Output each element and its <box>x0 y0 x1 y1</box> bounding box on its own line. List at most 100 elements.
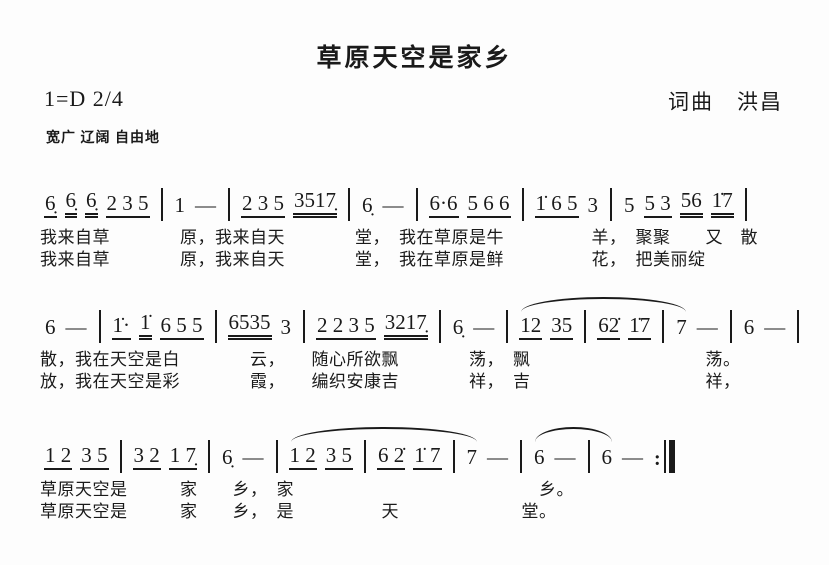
duration-dash: — <box>764 315 786 339</box>
music-system-1: 6̣ 6̣ 6̣ 2 3 5 1 — 2 3 5 3517̣ 6̣ — 6·6 5 6 6 1̇ 6 5… <box>40 172 813 271</box>
duration-dash: — <box>473 315 495 339</box>
note-group: 3217̣ <box>383 310 428 340</box>
lyric-line-verse-1: 散，我在天空是白 云， 随心所欲飘 荡， 飘 荡。 <box>40 350 741 369</box>
barline <box>214 310 217 343</box>
barline <box>662 310 665 343</box>
duration-dash: — <box>487 445 508 469</box>
thick-barline <box>668 440 675 473</box>
duration-dash: — <box>382 193 404 217</box>
note-group: 6535 <box>227 310 272 340</box>
duration-dash: — <box>65 315 87 339</box>
barline <box>415 188 418 221</box>
note-group: 1̇ 6 5 <box>534 191 579 218</box>
barline <box>160 188 163 221</box>
note-group: 12 <box>519 313 543 340</box>
barline <box>744 188 747 221</box>
lyrics-block: 草原天空是 家 乡， 家 乡。草原天空是 家 乡， 是 天 堂。 <box>40 479 813 523</box>
lyrics-block: 我来自草 原，我来自天 堂， 我在草原是牛 羊， 聚聚 又 散我来自草 原，我来… <box>40 227 813 271</box>
barline <box>275 440 278 473</box>
barline <box>98 310 101 343</box>
note-group: 3 2 <box>132 443 161 470</box>
notes-row: 6 — 1̇· 1̇ 6 5 5 6535 3 2 2 3 5 3217̣ 6̣ — 12 35 62̇ 1… <box>40 294 813 343</box>
note-group: 56 <box>679 188 703 218</box>
barline <box>208 440 210 473</box>
note-group: 1̇7 <box>710 188 734 218</box>
notes-row: 6̣ 6̣ 6̣ 2 3 5 1 — 2 3 5 3517̣ 6̣ — 6·6 5 6 6 1̇ 6 5… <box>40 172 813 221</box>
note-group: 6̣ <box>362 193 373 217</box>
note-group: 1 7̣ <box>168 443 197 470</box>
barline <box>452 440 455 473</box>
barline <box>797 310 800 343</box>
note-group: 1 2 <box>44 443 73 470</box>
repeat-dots: : <box>654 448 661 470</box>
note-group: 6 5 5 <box>159 313 204 340</box>
note-group: 6 <box>45 315 56 339</box>
note-group: 6 <box>743 315 755 339</box>
duration-dash: — <box>622 445 643 469</box>
note-group: 1 <box>174 193 186 217</box>
key-time-signature: 1=D 2/4 <box>44 86 124 111</box>
barline <box>610 188 612 221</box>
note-group: 3 <box>280 315 292 339</box>
barline <box>729 310 732 343</box>
note-group: 1̇ <box>139 310 152 340</box>
lyric-line-verse-1: 草原天空是 家 乡， 家 乡。 <box>40 480 574 499</box>
barline <box>587 440 590 473</box>
barline <box>303 310 305 343</box>
thin-barline <box>663 440 666 473</box>
note-group: 2 3 5 <box>105 191 150 218</box>
barline <box>119 440 122 473</box>
song-title: 草原天空是家乡 <box>316 45 513 72</box>
note-group: 5 3 <box>643 191 672 218</box>
lyric-line-verse-1: 我来自草 原，我来自天 堂， 我在草原是牛 羊， 聚聚 又 散 <box>40 228 758 247</box>
lyric-line-verse-2: 草原天空是 家 乡， 是 天 堂。 <box>40 502 557 521</box>
tempo-marking: 宽广 辽阔 自由地 <box>46 131 160 146</box>
end-repeat-sign: : <box>654 440 675 473</box>
note-group: 35 <box>550 313 574 340</box>
long-slur-arc <box>291 427 477 442</box>
note-group: 6·6 <box>428 191 459 218</box>
note-group: 6̣ <box>64 188 77 218</box>
note-group: 6 2̇ <box>377 443 406 470</box>
long-slur-arc <box>521 297 686 312</box>
duration-dash: — <box>696 315 718 339</box>
note-group: 6̣ <box>222 445 233 469</box>
barline <box>584 310 587 343</box>
lyric-line-verse-2: 我来自草 原，我来自天 堂， 我在草原是鲜 花， 把美丽绽 <box>40 250 706 269</box>
note-group: 6̣ <box>452 315 464 339</box>
note-group: 6̣ <box>85 188 98 218</box>
duration-dash: — <box>195 193 216 217</box>
music-system-2: 6 — 1̇· 1̇ 6 5 5 6535 3 2 2 3 5 3217̣ 6̣ — 12 35 62̇ 1… <box>40 294 813 393</box>
note-group: 2 3 5 <box>241 191 285 218</box>
note-group: 1̇· <box>111 313 131 340</box>
duration-dash: — <box>242 445 264 469</box>
lyric-line-verse-2: 放，我在天空是彩 霞， 编织安康吉 祥， 吉 祥， <box>40 372 741 391</box>
note-group: 3517̣ <box>293 188 337 218</box>
note-group: 6 <box>601 445 613 469</box>
barline <box>520 440 522 473</box>
barline <box>521 188 524 221</box>
note-group: 3 5 <box>80 443 109 470</box>
lyrics-block: 散，我在天空是白 云， 随心所欲飘 荡， 飘 荡。放，我在天空是彩 霞， 编织安… <box>40 349 813 393</box>
note-group: 1̇ 7 <box>413 443 442 470</box>
duration-dash: — <box>554 445 576 469</box>
note-group: 5 6 6 <box>466 191 511 218</box>
long-slur-arc <box>535 427 612 442</box>
note-group: 6̣ <box>44 191 57 218</box>
note-group: 6 <box>534 445 545 469</box>
note-group: 1̇7 <box>628 313 652 340</box>
barline <box>364 440 366 473</box>
note-group: 62̇ <box>597 313 621 340</box>
note-group: 5 <box>624 193 635 217</box>
note-group: 3 5 <box>324 443 353 470</box>
note-group: 1 2 <box>288 443 317 470</box>
note-group: 3 <box>587 193 599 217</box>
note-group: 2 2 3 5 <box>316 313 376 340</box>
barline <box>438 310 441 343</box>
barline <box>228 188 230 221</box>
composer-credit: 词曲 洪昌 <box>668 90 783 114</box>
barline <box>348 188 350 221</box>
